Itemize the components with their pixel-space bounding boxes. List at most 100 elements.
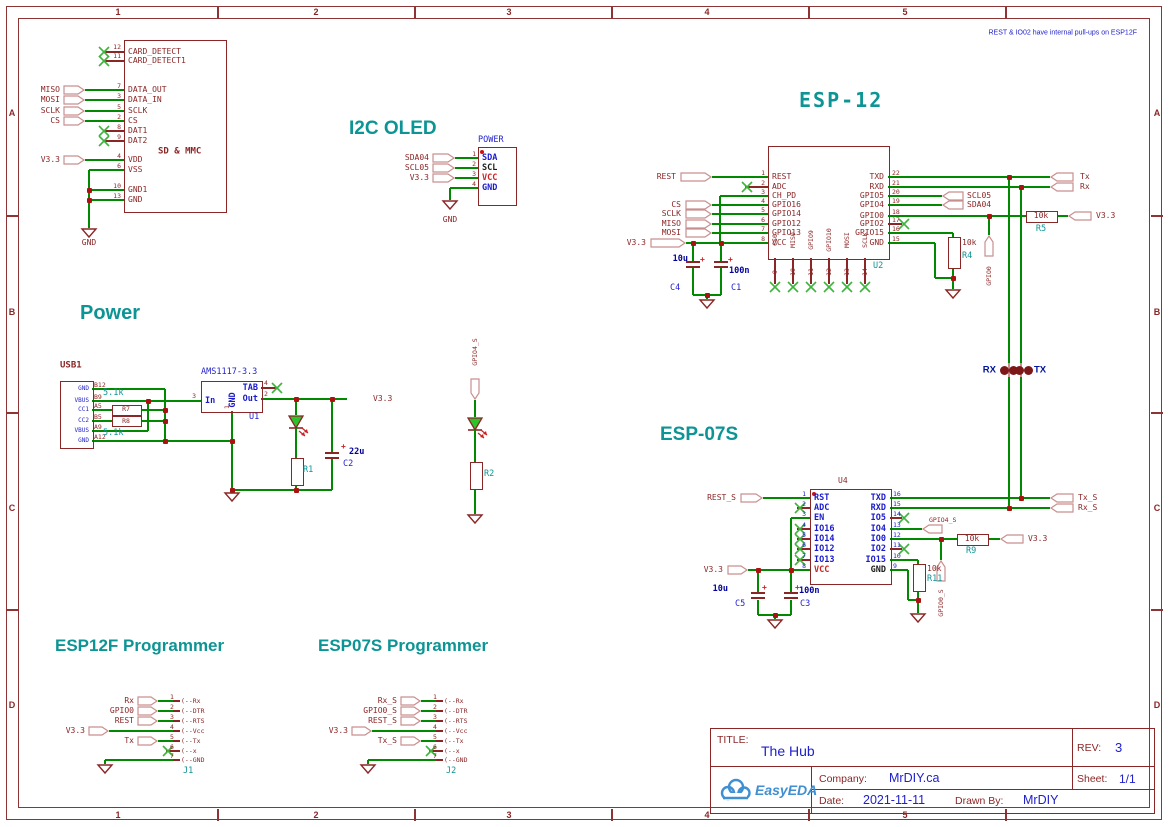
label-tx[interactable]: Tx [124,736,134,745]
label-11[interactable]: 11 [113,51,121,60]
label-tab[interactable]: TAB [242,382,258,393]
capacitor-plate[interactable] [751,592,765,595]
net-flag-v33[interactable] [650,238,687,248]
label-vcc[interactable]: VCC [482,172,498,183]
label-gpio15[interactable]: GPIO15 [855,228,884,237]
label-vcc[interactable]: VCC [814,564,830,575]
net-flag-sda04[interactable] [941,200,964,210]
label-7[interactable]: 7 [433,751,437,760]
label-card-detect1[interactable]: CARD_DETECT1 [128,56,186,65]
net-flag-v33[interactable] [999,534,1024,544]
label-gnd[interactable]: GND [78,385,89,392]
label-b12[interactable]: B12 [94,380,106,389]
label-v3-3[interactable]: V3.3 [65,726,85,735]
label-vdd[interactable]: VDD [128,155,143,164]
wire[interactable] [890,538,957,540]
wire[interactable] [907,570,909,600]
label-gpio0[interactable]: GPIO0 [109,706,134,715]
label-r9[interactable]: R9 [966,545,977,556]
label-c5[interactable]: C5 [735,598,746,609]
label-gpio0[interactable]: GPIO0 [984,266,993,286]
capacitor-plate[interactable] [325,452,339,455]
label-vbus[interactable]: VBUS [74,397,89,404]
resistor-r9[interactable] [957,534,989,546]
wire[interactable] [295,437,297,458]
label-rx-s[interactable]: Rx_S [377,696,397,705]
label-tx[interactable]: TX [1034,364,1047,376]
net-flag-rx[interactable] [1049,182,1074,192]
wire[interactable] [474,400,476,417]
wire[interactable] [790,600,792,615]
wire[interactable] [231,411,233,490]
wire[interactable] [917,590,919,600]
label-9[interactable]: 9 [893,561,897,570]
label-gnd[interactable]: GND [482,182,498,193]
wire[interactable] [85,89,124,91]
capacitor-plate[interactable] [714,266,728,269]
wire[interactable] [158,720,173,722]
wire[interactable] [331,399,333,452]
net-flag-gpio0[interactable] [137,706,159,716]
wire[interactable] [712,232,768,234]
net-flag-v33[interactable] [351,726,373,736]
label-rx[interactable]: (--Rx [181,696,201,705]
net-flag-cs[interactable] [685,200,713,210]
wire[interactable] [890,528,922,530]
label-out[interactable]: Out [242,393,258,404]
wire[interactable] [988,216,990,235]
label-sda04[interactable]: SDA04 [404,153,429,162]
wire[interactable] [952,278,954,289]
label-cs[interactable]: CS [671,200,681,209]
capacitor-plate[interactable] [686,261,700,264]
label-scl05[interactable]: SCL05 [967,191,992,200]
label-u2[interactable]: U2 [873,260,884,271]
capacitor-plate[interactable] [784,592,798,595]
wire[interactable] [421,740,436,742]
label-5-1k[interactable]: 5.1k [103,427,124,438]
wire[interactable] [952,233,954,237]
wire[interactable] [232,489,332,491]
label-[interactable]: + [341,442,346,451]
label-adc[interactable]: ADC [772,182,787,191]
label-22u[interactable]: 22u [349,446,365,457]
jumper-pad[interactable] [1023,365,1033,375]
label-4[interactable]: 4 [472,179,476,188]
wire[interactable] [421,720,436,722]
label-10k[interactable]: 10k [964,534,980,543]
label-5[interactable]: 5 [170,732,174,741]
label-adc[interactable]: ADC [814,502,830,513]
label-rst[interactable]: RST [814,492,830,503]
wire[interactable] [686,242,768,244]
label-gpio10[interactable]: GPIO10 [824,228,833,252]
capacitor-plate[interactable] [714,261,728,264]
ground-symbol-icon[interactable] [96,764,114,775]
label-v3-3[interactable]: V3.3 [626,238,646,247]
label-2[interactable]: 2 [472,159,476,168]
jumper-pad[interactable] [1014,365,1024,375]
label-gnd[interactable]: GND [442,215,458,224]
net-flag-scl05[interactable] [432,163,456,173]
label-3[interactable]: 3 [192,391,196,400]
label-x[interactable]: (--x [181,746,197,755]
net-flag-rx-s[interactable] [400,696,422,706]
wire[interactable] [455,157,478,159]
label-3[interactable]: 3 [472,169,476,178]
label-5[interactable]: 5 [117,102,121,111]
label-gpio4-s[interactable]: GPIO4_S [470,338,479,366]
label-gnd[interactable]: (--GND [181,755,205,764]
label-20[interactable]: 20 [892,187,900,196]
label-8[interactable]: 8 [802,561,806,570]
label-gpio13[interactable]: GPIO13 [772,228,801,237]
net-flag-gpio0[interactable] [984,234,994,257]
label-13[interactable]: 13 [842,268,851,276]
net-flag-tx[interactable] [137,736,159,746]
net-flag-v33[interactable] [1067,211,1092,221]
wire[interactable] [474,437,476,462]
resistor-r4[interactable] [948,237,961,269]
label-9[interactable]: 9 [770,270,779,274]
wire[interactable] [89,189,124,191]
wire[interactable] [692,266,694,295]
label-rts[interactable]: (--RTS [181,716,205,725]
wire[interactable] [1008,377,1010,508]
label-2[interactable]: 2 [264,389,268,398]
